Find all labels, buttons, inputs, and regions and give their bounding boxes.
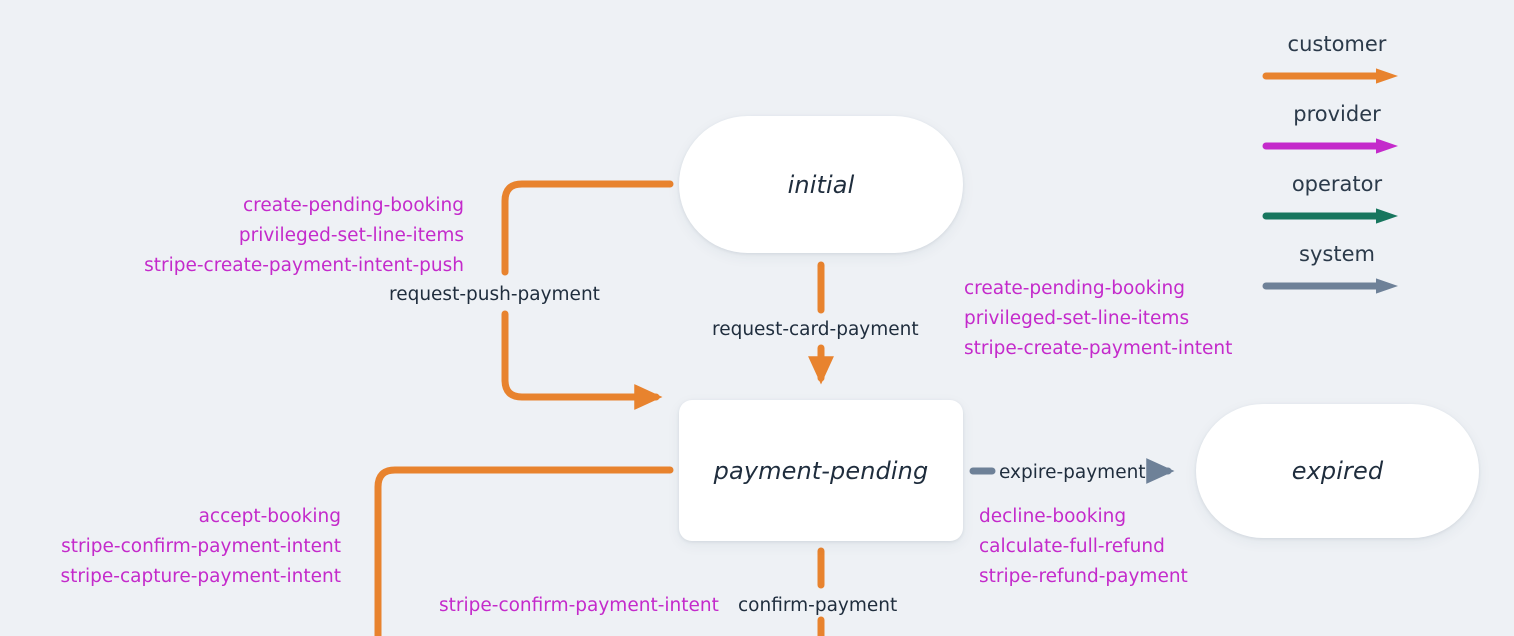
legend-label-system: system <box>1299 242 1375 266</box>
edge-label-request-card-payment: request-card-payment <box>712 319 919 340</box>
node-initial-label: initial <box>787 170 855 199</box>
actions-accept-booking: accept-booking stripe-confirm-payment-in… <box>47 502 342 592</box>
node-payment-pending-label: payment-pending <box>713 456 929 485</box>
action-item: stripe-confirm-payment-intent <box>61 535 341 557</box>
edge-request-push-payment <box>501 180 674 410</box>
edge-label-confirm-payment: confirm-payment <box>738 595 898 616</box>
actions-confirm-payment: stripe-confirm-payment-intent <box>439 591 719 621</box>
legend-arrow-provider-icon <box>1262 138 1398 154</box>
action-item: decline-booking <box>979 506 1127 527</box>
actions-decline-booking: decline-booking calculate-full-refund st… <box>979 502 1188 592</box>
action-item: privileged-set-line-items <box>964 307 1190 329</box>
node-expired[interactable]: expired <box>1196 404 1479 538</box>
legend-item-system: system <box>1262 244 1412 314</box>
action-item: stripe-capture-payment-intent <box>60 565 342 587</box>
edge-accept-booking <box>374 466 674 636</box>
node-initial[interactable]: initial <box>679 116 963 253</box>
action-item: create-pending-booking <box>243 195 464 216</box>
legend-item-customer: customer <box>1262 34 1412 104</box>
legend: customer provider operator system <box>1262 34 1412 314</box>
action-item: calculate-full-refund <box>979 535 1165 557</box>
legend-arrow-customer-icon <box>1262 68 1398 84</box>
action-item: accept-booking <box>198 506 341 527</box>
node-payment-pending[interactable]: payment-pending <box>679 400 963 541</box>
action-item: stripe-create-payment-intent <box>964 337 1233 359</box>
actions-request-push-payment: create-pending-booking privileged-set-li… <box>134 191 464 281</box>
action-item: create-pending-booking <box>964 278 1185 299</box>
legend-label-provider: provider <box>1293 102 1381 126</box>
legend-label-operator: operator <box>1291 172 1383 196</box>
node-expired-label: expired <box>1291 457 1384 485</box>
legend-item-provider: provider <box>1262 104 1412 174</box>
action-item: stripe-create-payment-intent-push <box>144 254 464 276</box>
legend-item-operator: operator <box>1262 174 1412 244</box>
actions-request-card-payment: create-pending-booking privileged-set-li… <box>964 274 1232 364</box>
edge-label-expire-payment: expire-payment <box>999 462 1146 483</box>
edge-label-request-push-payment: request-push-payment <box>389 284 600 305</box>
legend-label-customer: customer <box>1287 32 1387 56</box>
legend-arrow-system-icon <box>1262 278 1398 294</box>
legend-arrow-operator-icon <box>1262 208 1398 224</box>
action-item: privileged-set-line-items <box>238 224 464 246</box>
action-item: stripe-refund-payment <box>979 565 1188 587</box>
action-item: stripe-confirm-payment-intent <box>439 595 719 616</box>
